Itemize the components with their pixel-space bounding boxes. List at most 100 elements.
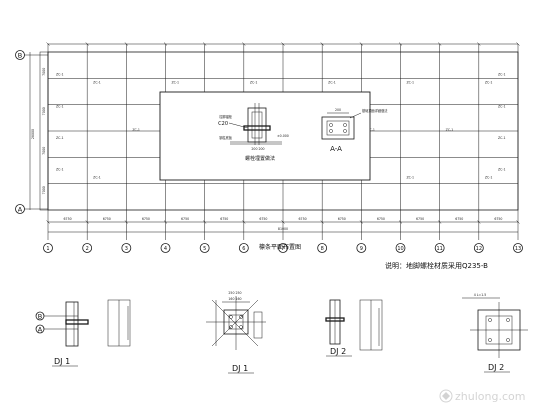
svg-text:柱脚锚栓: 柱脚锚栓 xyxy=(219,114,233,119)
column-bubble-10 xyxy=(395,243,406,253)
dim-tick xyxy=(516,220,520,224)
column-base-detail: C20 柱脚锚栓 钢柱底板 ±0.000 200 200 螺栓埋置做法 xyxy=(218,103,289,162)
dim-tick xyxy=(320,220,324,224)
column-bubble-6 xyxy=(238,243,249,253)
column-bubble-5 xyxy=(199,243,210,253)
bay-dim-label: 6750 xyxy=(299,217,307,221)
dim-tick xyxy=(242,220,246,224)
svg-text:250 250: 250 250 xyxy=(228,291,241,295)
column-bubble-4 xyxy=(160,243,171,253)
dim-tick xyxy=(398,220,403,224)
detail-box: C20 柱脚锚栓 钢柱底板 ±0.000 200 200 螺栓埋置做法 200 … xyxy=(159,91,388,181)
bracing-tag: ZC-1 xyxy=(498,168,506,172)
svg-text:±0.000: ±0.000 xyxy=(277,134,289,138)
dim-tick xyxy=(242,42,246,46)
column-bubble-1 xyxy=(43,243,53,253)
dim-tick xyxy=(281,220,285,224)
bracing-tag: ZC-1 xyxy=(56,168,64,172)
section-a-a-detail: 200 基础顶面详细做法 A-A xyxy=(321,108,388,153)
dim-tick xyxy=(202,42,207,46)
svg-text:160 160: 160 160 xyxy=(228,297,241,301)
svg-text:钢柱底板: 钢柱底板 xyxy=(219,135,233,140)
axis-bubble-B: B xyxy=(15,50,48,60)
column-bubble-label: 10 xyxy=(397,246,403,252)
bracing-tag: ZC-1 xyxy=(93,175,101,179)
dim-tick xyxy=(85,42,89,46)
bracing-tag: ZC-1 xyxy=(56,136,64,140)
svg-text:A: A xyxy=(38,326,43,334)
svg-text:4 L=1.5: 4 L=1.5 xyxy=(474,293,487,297)
column-bubble-13 xyxy=(513,243,523,253)
svg-text:200: 200 xyxy=(335,108,341,112)
column-bubble-label: 5 xyxy=(203,246,206,252)
column-bubble-label: 4 xyxy=(164,246,167,252)
dim-tick xyxy=(359,220,364,224)
material-note: 说明：地脚螺栓材质采用Q235-B xyxy=(385,261,488,270)
height-dim-label: 7000 xyxy=(42,186,46,194)
bay-dim-label: 6750 xyxy=(377,217,385,221)
dim-tick xyxy=(477,42,481,46)
bracing-tag: ZC-1 xyxy=(132,128,140,132)
dim-tick xyxy=(163,220,168,224)
svg-text:B: B xyxy=(38,313,42,321)
svg-text:DJ 1: DJ 1 xyxy=(232,364,248,373)
detail-dj1-elevation: B A DJ 1 xyxy=(35,299,131,367)
bay-dim-label: 6750 xyxy=(181,217,189,221)
column-bubble-3 xyxy=(121,243,132,253)
bay-dim-label: 6750 xyxy=(259,217,267,221)
svg-text:DJ 1: DJ 1 xyxy=(54,357,70,366)
dim-tick xyxy=(124,42,129,46)
dim-tick xyxy=(359,42,364,46)
height-dim-label: 7000 xyxy=(42,68,46,76)
dim-tick xyxy=(46,42,50,46)
dim-tick xyxy=(46,220,50,224)
svg-text:螺栓埋置做法: 螺栓埋置做法 xyxy=(245,155,275,162)
dim-tick xyxy=(124,220,129,224)
column-bubble-label: 3 xyxy=(125,246,128,252)
bay-dim-label: 6750 xyxy=(338,217,346,221)
bracing-tag: ZC-1 xyxy=(407,81,415,85)
axis-bubble-B: B xyxy=(35,311,45,321)
column-bubble-label: 12 xyxy=(476,246,482,252)
column-bubble-11 xyxy=(434,243,445,253)
bracing-tag: ZC-1 xyxy=(367,128,375,132)
bracing-tag: ZC-1 xyxy=(56,104,64,108)
bracing-tag: ZC-1 xyxy=(172,81,180,85)
bay-dim-label: 6750 xyxy=(416,217,424,221)
bracing-tag: ZC-1 xyxy=(56,73,64,77)
column-bubble-label: 7 xyxy=(281,246,284,252)
column-bubble-12 xyxy=(473,243,484,253)
detail-dj1-plan: 160 160 250 250 DJ 1 xyxy=(206,291,266,374)
dim-tick xyxy=(163,42,168,46)
dim-tick xyxy=(437,42,442,46)
height-dim-label: 7000 xyxy=(42,107,46,115)
dim-tick xyxy=(398,42,403,46)
bracing-tag: ZC-1 xyxy=(250,81,258,85)
plan-title: 檩条平面布置图 xyxy=(259,243,301,251)
bracing-tag: ZC-1 xyxy=(328,81,336,85)
total-length-dim: 81000 xyxy=(278,227,288,231)
bay-dim-label: 6750 xyxy=(220,217,228,221)
bracing-tag: ZC-1 xyxy=(93,81,101,85)
column-bubble-9 xyxy=(356,243,367,253)
column-bubble-label: 13 xyxy=(515,246,521,252)
svg-text:基础顶面详细做法: 基础顶面详细做法 xyxy=(362,108,388,113)
dim-tick xyxy=(202,220,207,224)
total-height-dim: 28000 xyxy=(31,129,35,139)
bay-dim-label: 6750 xyxy=(64,217,72,221)
svg-text:A: A xyxy=(18,206,23,214)
column-bubble-8 xyxy=(317,243,328,253)
column-bubble-label: 9 xyxy=(360,246,363,252)
svg-text:DJ 2: DJ 2 xyxy=(488,363,504,372)
dim-tick xyxy=(516,42,520,46)
svg-text:C20: C20 xyxy=(218,121,228,127)
watermark-logo: zhulong.com xyxy=(439,389,525,403)
column-bubble-label: 2 xyxy=(86,246,89,252)
column-bubble-label: 1 xyxy=(46,246,49,252)
bracing-tag: ZC-1 xyxy=(485,175,493,179)
dim-tick xyxy=(477,220,481,224)
